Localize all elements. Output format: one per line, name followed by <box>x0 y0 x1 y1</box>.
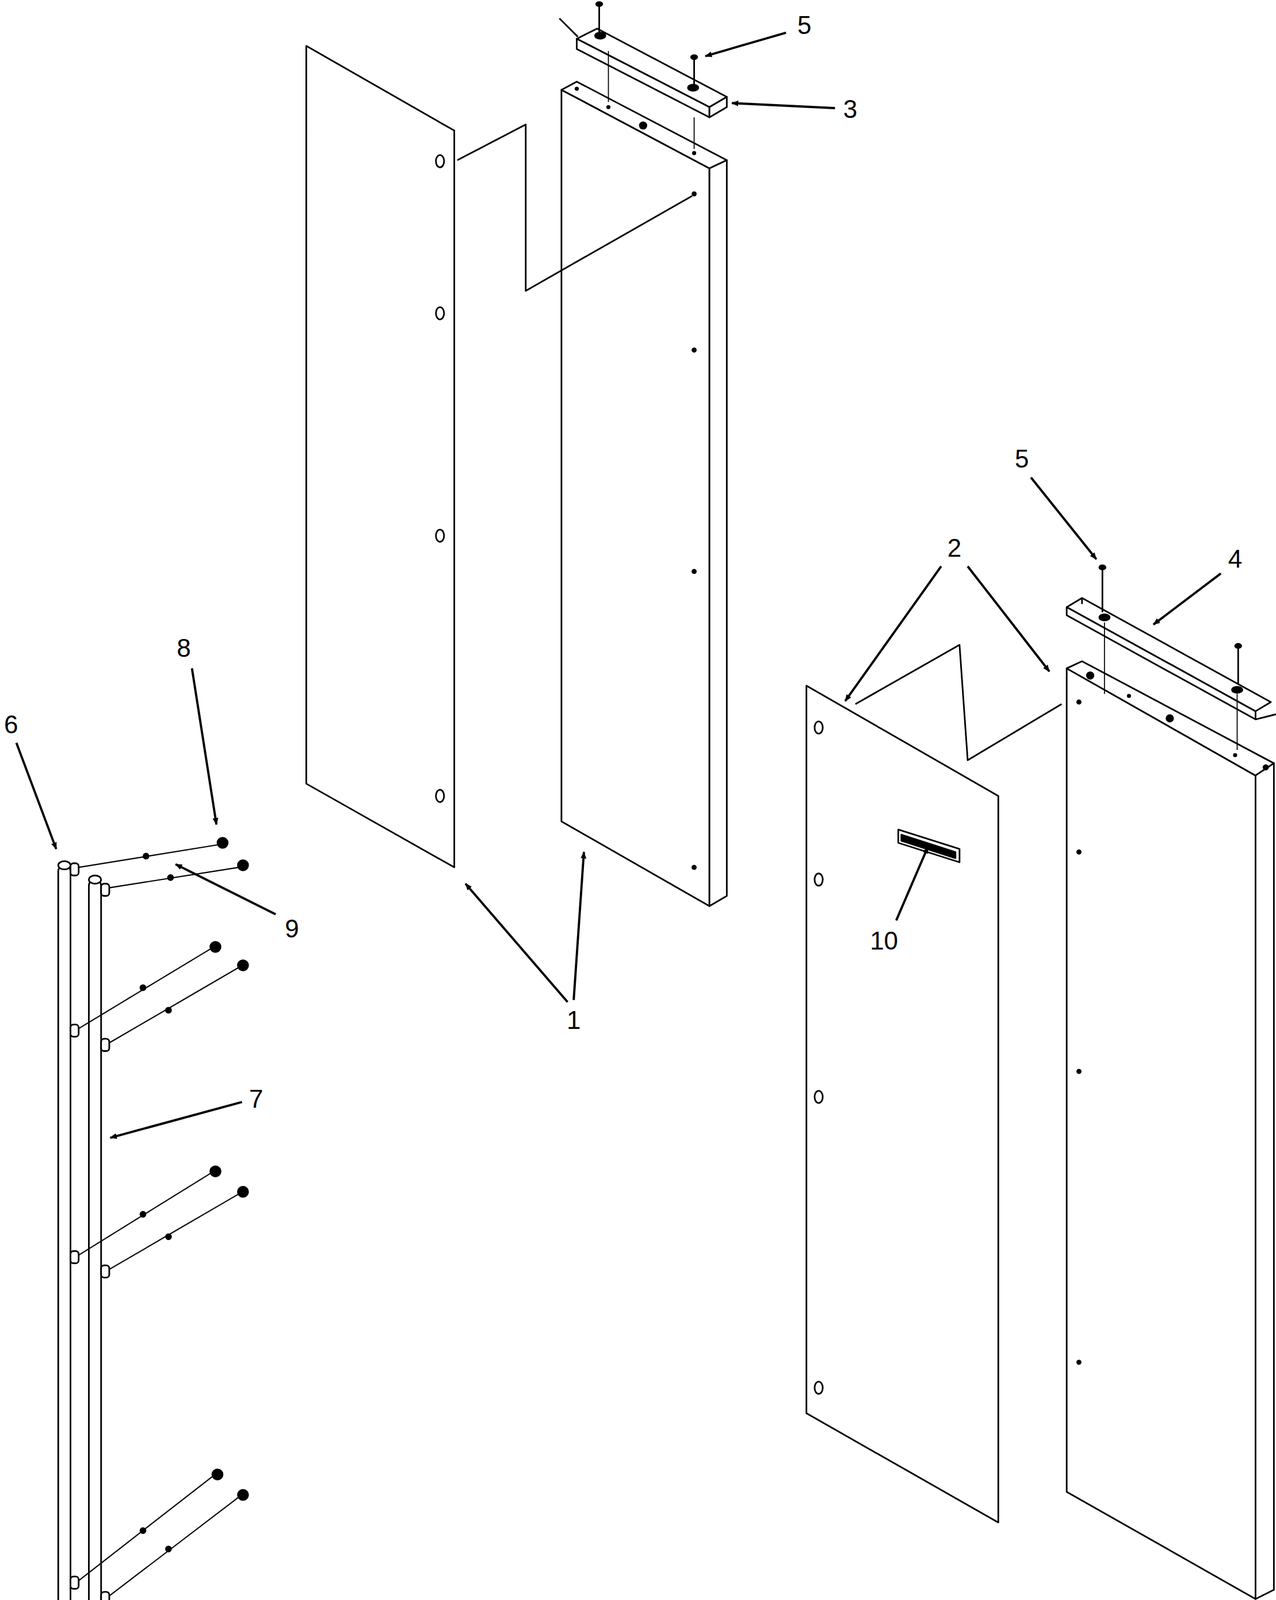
door-front <box>1066 668 1256 1600</box>
callout-number: 7 <box>247 1086 265 1113</box>
screws <box>140 838 248 1553</box>
door-front <box>561 89 710 907</box>
callout-number: 3 <box>841 96 859 123</box>
callout-number: 8 <box>174 635 193 662</box>
drawing <box>58 2 1276 1600</box>
assembly-line <box>855 644 1062 760</box>
callout-number: 5 <box>795 12 813 39</box>
callout-number: 1 <box>564 1007 583 1034</box>
bracket <box>577 28 728 108</box>
bracket <box>1066 598 1271 712</box>
callout-number: 5 <box>1013 445 1031 473</box>
door-side <box>1255 763 1274 1600</box>
callout-number: 9 <box>283 915 301 943</box>
door-panel <box>306 46 454 868</box>
door-panel <box>806 685 999 1523</box>
handle-standoffs <box>70 863 110 1600</box>
handle-slot <box>898 829 960 863</box>
door-top <box>1066 661 1274 777</box>
callout-number: 6 <box>2 711 20 739</box>
callout-number: 4 <box>1226 545 1244 573</box>
callout-number: 10 <box>868 927 900 955</box>
leader-lines <box>16 32 1221 1138</box>
assembly-line <box>457 124 693 291</box>
handle-bar <box>58 865 71 1600</box>
screw-lines <box>78 845 240 1597</box>
door-side <box>709 160 727 907</box>
panel-holes <box>436 155 445 803</box>
handle-bar <box>88 879 101 1600</box>
callout-number: 2 <box>945 535 964 562</box>
